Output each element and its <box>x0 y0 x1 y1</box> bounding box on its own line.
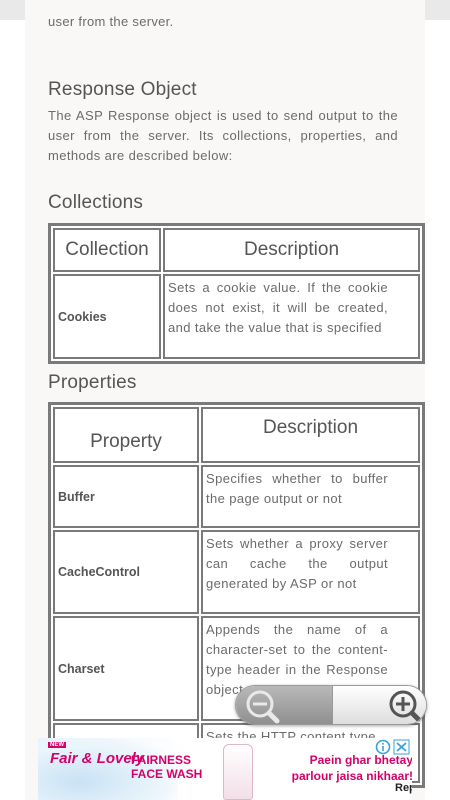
product-tube-image <box>223 744 253 800</box>
table-row: Cookies Sets a cookie value. If the cook… <box>53 274 420 359</box>
intro-text: user from the server. <box>48 14 174 29</box>
property-name: Buffer <box>53 465 199 528</box>
page-content[interactable]: user from the server. Response Object Th… <box>25 0 425 800</box>
ad-truncated-text: Rep <box>395 782 412 794</box>
zoom-controls <box>235 685 427 725</box>
ad-tagline-line: Paein ghar bhetay <box>309 753 412 767</box>
response-object-paragraph: The ASP Response object is used to send … <box>48 108 398 163</box>
ad-product: FAIRNESS FACE WASH <box>131 753 202 781</box>
info-icon[interactable] <box>375 739 391 755</box>
collection-description: Sets a cookie value. If the cookie does … <box>163 274 420 359</box>
ad-choices <box>375 739 410 755</box>
properties-table: Property Description Buffer Specifies wh… <box>48 402 425 788</box>
property-description: Sets whether a proxy server can cache th… <box>201 530 420 614</box>
zoom-out-icon <box>246 690 280 724</box>
ad-new-badge: NEW <box>48 742 66 748</box>
property-name: Charset <box>53 616 199 721</box>
ad-brand: NEW Fair & Lovely <box>48 742 145 767</box>
ad-product-line: FACE WASH <box>131 767 203 781</box>
table-row: CacheControl Sets whether a proxy server… <box>53 530 420 614</box>
ad-banner[interactable]: NEW Fair & Lovely FAIRNESS FACE WASH Pae… <box>38 738 412 800</box>
zoom-in-icon <box>389 690 423 724</box>
ad-brand-name: Fair & Lovely <box>50 750 145 767</box>
column-header: Description <box>201 407 420 463</box>
ad-tagline: Paein ghar bhetay parlour jaisa nikhaar! <box>263 752 412 784</box>
table-header-row: Property Description <box>53 407 420 463</box>
property-description: Specifies whether to buffer the page out… <box>201 465 420 528</box>
column-header: Collection <box>53 228 161 272</box>
column-header: Property <box>53 407 199 463</box>
zoom-out-button[interactable] <box>236 686 332 724</box>
zoom-in-button[interactable] <box>332 686 426 724</box>
collection-name: Cookies <box>53 274 161 359</box>
column-header: Description <box>163 228 420 272</box>
collections-table: Collection Description Cookies Sets a co… <box>48 223 425 364</box>
close-icon[interactable] <box>393 739 410 755</box>
ad-tagline-line: parlour jaisa nikhaar! <box>291 769 412 783</box>
ad-product-line: FAIRNESS <box>131 753 192 767</box>
properties-heading: Properties <box>48 372 137 393</box>
collections-heading: Collections <box>48 192 144 213</box>
table-header-row: Collection Description <box>53 228 420 272</box>
property-name: CacheControl <box>53 530 199 614</box>
water-splash-image <box>38 738 178 800</box>
table-row: Buffer Specifies whether to buffer the p… <box>53 465 420 528</box>
response-object-heading: Response Object <box>48 79 197 100</box>
